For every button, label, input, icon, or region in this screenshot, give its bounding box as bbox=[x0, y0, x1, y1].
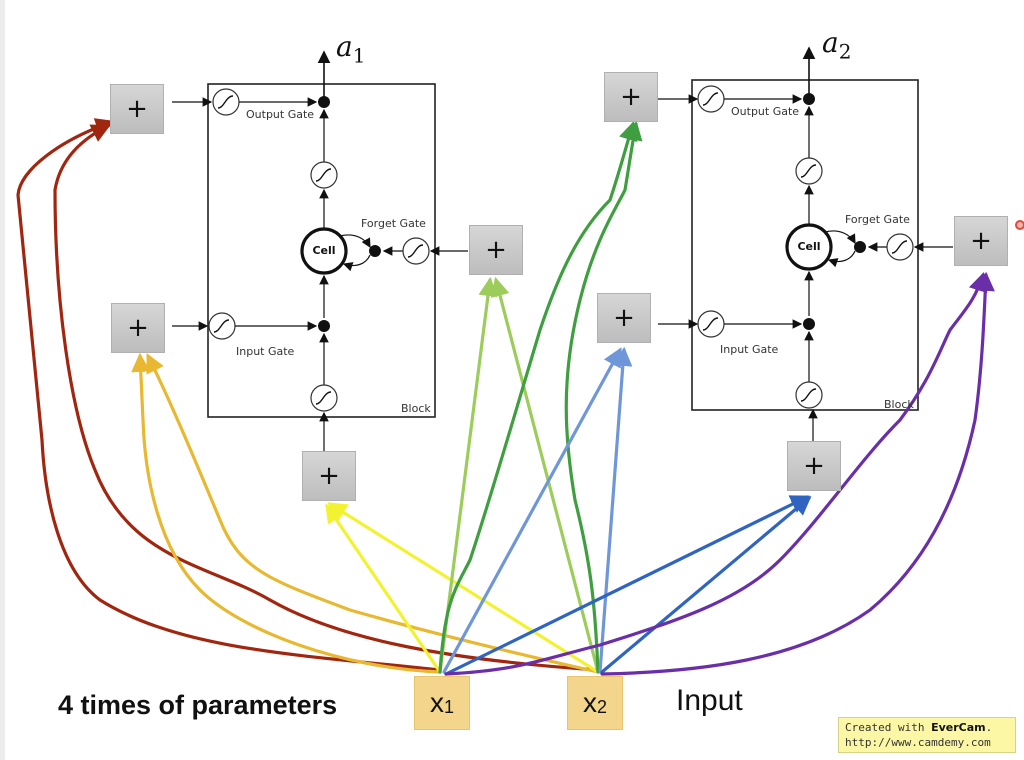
output-a1-label: a1 bbox=[336, 30, 366, 68]
block-1-forget-gate-label: Forget Gate bbox=[361, 217, 426, 230]
block-1-forget-multiply bbox=[369, 245, 381, 257]
block-2-output-gate-sum: + bbox=[604, 72, 658, 122]
stroke-lightblue-x2-input-gate-2 bbox=[598, 346, 633, 674]
annotation-strokes bbox=[16, 118, 995, 676]
block-2-input-gate-sum: + bbox=[597, 293, 651, 343]
block-1-input-gate-label: Input Gate bbox=[236, 345, 295, 358]
left-edge bbox=[0, 0, 5, 760]
block-2-output-gate-sigmoid-icon bbox=[697, 85, 725, 113]
block-2-output-gate-label: Output Gate bbox=[731, 105, 800, 118]
block-2-forget-gate-sigmoid-icon bbox=[886, 233, 914, 261]
block-1-cell bbox=[300, 227, 348, 275]
block-1-cell-input-sum: + bbox=[302, 451, 356, 501]
block-1-output-gate-sum: + bbox=[110, 84, 164, 134]
block-1-g-activation-icon bbox=[310, 384, 338, 412]
block-1-output-gate-label: Output Gate bbox=[246, 108, 315, 121]
block-2-cell-label: Cell bbox=[797, 240, 821, 253]
stroke-gold-x2-input-gate-1 bbox=[146, 353, 600, 674]
block-1-cell-label: Cell bbox=[312, 244, 336, 257]
block-2-input-gate-label: Input Gate bbox=[720, 343, 779, 356]
watermark-line-1: Created with EverCam. bbox=[845, 721, 993, 734]
stroke-lightgreen-x2-forget-gate-1 bbox=[490, 276, 600, 674]
stroke-lightblue-x1-input-gate-2 bbox=[442, 347, 622, 674]
block-1-output-multiply bbox=[318, 96, 330, 108]
stroke-yellow-x2-cell-input-1 bbox=[327, 502, 600, 674]
stroke-darkgreen-x2-output-gate-2 bbox=[564, 120, 643, 674]
stroke-purple-x1-forget-gate-2 bbox=[444, 271, 988, 676]
stroke-gold-x1-input-gate-1 bbox=[131, 352, 442, 674]
block-2-forget-gate-label: Forget Gate bbox=[845, 213, 910, 226]
block-2-cell-input-sum: + bbox=[787, 441, 841, 491]
block-1-label: Block bbox=[401, 402, 431, 415]
stroke-darkblue-x2-cell-input-2 bbox=[600, 495, 812, 674]
lstm-block-2 bbox=[658, 46, 953, 442]
block-1-output-gate-sigmoid-icon bbox=[212, 88, 240, 116]
block-1-forget-gate-sigmoid-icon bbox=[402, 237, 430, 265]
block-1-input-multiply bbox=[318, 320, 330, 332]
block-2-h-activation-icon bbox=[795, 157, 823, 185]
block-1-forget-gate-sum: + bbox=[469, 225, 523, 275]
block-1-input-gate-sum: + bbox=[111, 303, 165, 353]
stroke-yellow-x1-cell-input-1 bbox=[325, 503, 442, 674]
block-2-forget-multiply bbox=[854, 241, 866, 253]
block-2-cell bbox=[785, 223, 833, 271]
watermark-line-2: http://www.camdemy.com bbox=[845, 736, 991, 749]
stroke-purple-x2-forget-gate-2 bbox=[600, 271, 995, 676]
stroke-red-x1-output-gate-1 bbox=[16, 118, 442, 672]
block-1-input-gate-sigmoid-icon bbox=[208, 312, 236, 340]
stroke-darkblue-x1-cell-input-2 bbox=[444, 495, 810, 676]
stroke-darkgreen-x1-output-gate-2 bbox=[438, 120, 638, 674]
block-2-input-multiply bbox=[803, 318, 815, 330]
caption: 4 times of parameters bbox=[58, 690, 338, 720]
input-label: Input bbox=[676, 684, 743, 717]
block-2-output-multiply bbox=[803, 93, 815, 105]
output-a2-label: a2 bbox=[822, 26, 852, 64]
stroke-red-x2-output-gate-1 bbox=[53, 124, 600, 672]
block-2-g-activation-icon bbox=[795, 381, 823, 409]
block-2-label: Block bbox=[884, 398, 914, 411]
lstm-block-1 bbox=[172, 50, 468, 452]
evercam-watermark: Created with EverCam. http://www.camdemy… bbox=[838, 717, 1016, 753]
pointer-cursor-icon bbox=[1015, 220, 1024, 230]
block-2-forget-gate-sum: + bbox=[954, 216, 1008, 266]
block-2-input-gate-sigmoid-icon bbox=[697, 310, 725, 338]
block-1-h-activation-icon bbox=[310, 161, 338, 189]
